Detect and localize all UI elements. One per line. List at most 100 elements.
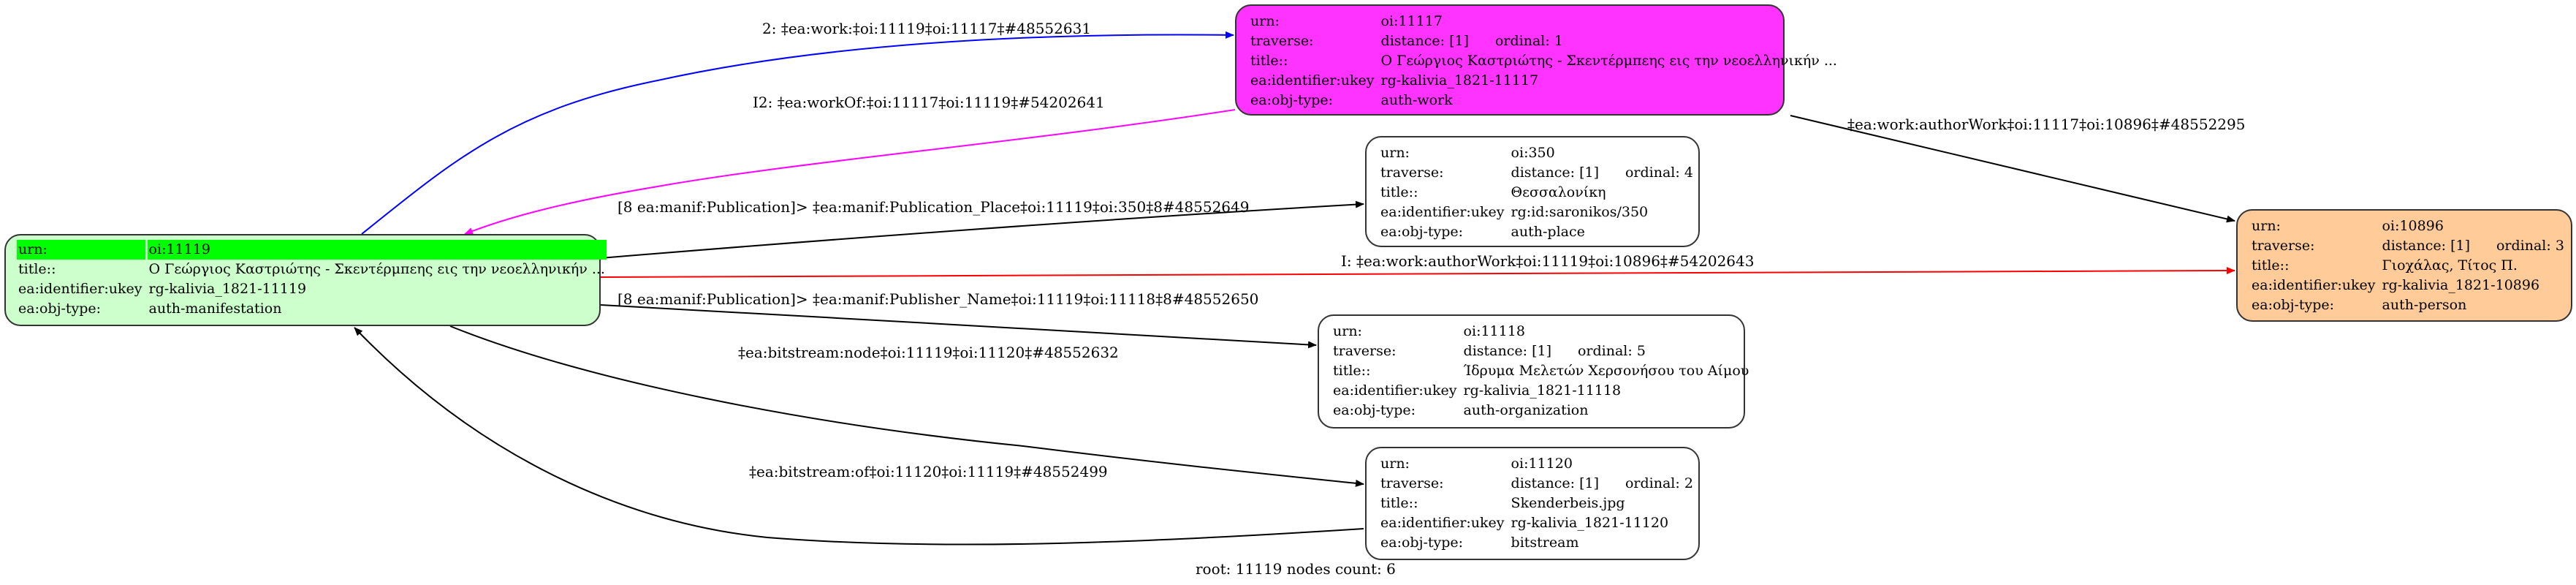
field-row-obj-type: ea:obj-type: bitstream [1379,533,1695,553]
node-fields: urn:oi:11118 traverse: distance: [1] ordin… [1329,322,1752,420]
field-row-traverse: traverse: distance: [1] ordinal: 3 [2250,236,2566,256]
field-key: traverse: [2252,238,2315,254]
node-person[interactable]: urn:oi:10896 traverse: distance: [1] ordin… [2236,209,2572,322]
field-key: traverse: [1380,165,1444,181]
field-value: Θεσσαλονίκη [1511,184,1606,200]
traverse-ordinal: ordinal: 1 [1494,33,1563,49]
field-key: ea:obj-type: [1250,92,1334,108]
edge-bitstream-of[interactable] [354,327,1364,546]
field-key: ea:obj-type: [2252,297,2335,313]
field-row-obj-type: ea:obj-type: auth-person [2250,295,2566,315]
field-value: auth-organization [1463,402,1589,418]
field-key: traverse: [1333,343,1397,359]
field-row-title: title::Ο Γεώργιος Καστριώτης - Σκεντέρμπ… [1249,51,1839,71]
edge-label-publisher-name: [8 ea:manif:Publication]> ‡ea:manif:Publ… [618,290,1259,308]
field-row-traverse: traverse: distance: [1]ordinal: 4 [1379,163,1695,183]
field-key: ea:obj-type: [1380,535,1464,551]
field-value: Ο Γεώργιος Καστριώτης - Σκεντέρμπεης εις… [1380,53,1837,69]
node-root-manifestation[interactable]: urn: oi:11119 title:: Ο Γεώργιος Καστριώ… [4,234,607,326]
field-key: urn: [1333,323,1362,339]
field-value: auth-place [1511,224,1585,240]
edge-bitstream-node[interactable] [449,325,1364,487]
field-key: ea:obj-type: [1380,224,1464,240]
field-value: distance: [1]ordinal: 4 [1510,163,1695,183]
edge-label-author-work: ‡ea:work:authorWork‡oi:11117‡oi:10896‡#4… [1847,116,2246,133]
edge-label-author-work-inferred: I: ‡ea:work:authorWork‡oi:11119‡oi:10896… [1341,252,1755,270]
field-value: oi:10896 [2382,218,2444,234]
traverse-distance: distance: [1] [2382,238,2470,254]
field-value: distance: [1] ordinal: 3 [2381,236,2566,256]
field-key: title:: [1250,53,1288,69]
field-value: Ο Γεώργιος Καστριώτης - Σκεντέρμπεης εις… [148,261,605,277]
traverse-distance: distance: [1] [1511,475,1599,491]
field-value: auth-person [2382,297,2467,313]
traverse-ordinal: ordinal: 4 [1625,165,1693,181]
field-key: title:: [1380,184,1418,200]
field-key: ea:obj-type: [1333,402,1416,418]
edge-publication-place[interactable] [600,200,1364,259]
field-row-urn: urn:oi:11118 [1331,322,1750,341]
field-key: urn: [1250,13,1280,29]
traverse-distance: distance: [1] [1463,343,1551,359]
edge-author-work-inferred[interactable] [600,267,2235,278]
field-key: urn: [17,240,145,260]
field-key: ea:identifier:ukey [1250,72,1375,88]
node-fields: urn:oi:10896 traverse: distance: [1] ordin… [2248,216,2568,315]
traverse-ordinal: ordinal: 3 [2496,238,2564,254]
field-value: Ίδρυμα Μελετών Χερσονήσου του Αίμου [1463,363,1749,379]
field-key: ea:identifier:ukey [1333,382,1457,399]
field-value: distance: [1]ordinal: 2 [1510,474,1695,494]
field-row-traverse: traverse:distance: [1]ordinal: 2 [1379,474,1695,494]
edge-publisher-name[interactable] [600,304,1317,349]
field-row-title: title::Skenderbeis.jpg [1379,494,1695,513]
field-row-obj-type: ea:obj-type: auth-place [1379,222,1695,242]
field-row-traverse: traverse: distance: [1] ordinal: 5 [1331,341,1750,361]
field-value: bitstream [1511,535,1579,551]
field-key: urn: [1380,145,1410,161]
field-value: oi:350 [1511,145,1555,161]
field-value: rg-kalivia_1821-11119 [148,281,307,297]
node-fields: urn:oi:11117 traverse: distance: [1] ordin… [1247,12,1841,110]
field-row-title: title::Ίδρυμα Μελετών Χερσονήσου του Αίμ… [1331,361,1750,381]
field-row-obj-type: ea:obj-type: auth-work [1249,91,1839,110]
traverse-ordinal: ordinal: 5 [1577,343,1646,359]
node-fields: urn:oi:11120 traverse:distance: [1]ordin… [1377,454,1697,553]
field-key: ea:identifier:ukey [1380,515,1505,531]
node-work[interactable]: urn:oi:11117 traverse: distance: [1] ordin… [1235,4,1837,116]
field-value: auth-work [1380,92,1453,108]
field-value: rg-kalivia_1821-11120 [1511,515,1669,531]
field-value: Skenderbeis.jpg [1511,495,1625,511]
field-value: distance: [1] ordinal: 1 [1380,31,1839,51]
field-row-title: title::Γιοχάλας, Τίτος Π. [2250,256,2566,276]
field-row-urn: urn:oi:11117 [1249,12,1839,31]
edge-author-work[interactable] [1790,115,2235,223]
field-value: Γιοχάλας, Τίτος Π. [2382,257,2518,273]
field-key: title:: [1380,495,1418,511]
field-row-ukey: ea:identifier:ukey rg-kalivia_1821-11120 [1379,513,1695,533]
field-key: ea:identifier:ukey [18,281,143,297]
field-row-urn: urn:oi:10896 [2250,216,2566,236]
field-key: traverse: [1250,33,1314,49]
field-row-title: title:: Ο Γεώργιος Καστριώτης - Σκεντέρμ… [17,260,607,279]
node-place[interactable]: urn: oi:350 traverse: distance: [1]ordinal… [1365,136,1700,247]
edge-work[interactable] [361,31,1234,235]
field-row-ukey: ea:identifier:ukey rg:id:saronikos/350 [1379,203,1695,222]
field-value: oi:11119 [147,240,607,260]
field-value: distance: [1] ordinal: 5 [1462,341,1751,361]
field-row-urn: urn: oi:11119 [17,240,607,260]
field-value: oi:11120 [1511,456,1573,472]
field-value: rg:id:saronikos/350 [1511,204,1649,220]
field-key: title:: [18,261,56,277]
edge-label-work-of: I2: ‡ea:workOf:‡oi:11117‡oi:11119‡#54202… [753,94,1105,111]
edge-work-of[interactable] [464,109,1236,235]
field-row-ukey: ea:identifier:ukey rg-kalivia_1821-11118 [1331,381,1750,401]
field-key: ea:identifier:ukey [1380,204,1505,220]
field-value: rg-kalivia_1821-11118 [1463,382,1622,399]
field-key: title:: [1333,363,1371,379]
traverse-distance: distance: [1] [1380,33,1469,49]
node-organization[interactable]: urn:oi:11118 traverse: distance: [1] ordin… [1318,314,1749,429]
node-bitstream[interactable]: urn:oi:11120 traverse:distance: [1]ordin… [1365,447,1700,560]
